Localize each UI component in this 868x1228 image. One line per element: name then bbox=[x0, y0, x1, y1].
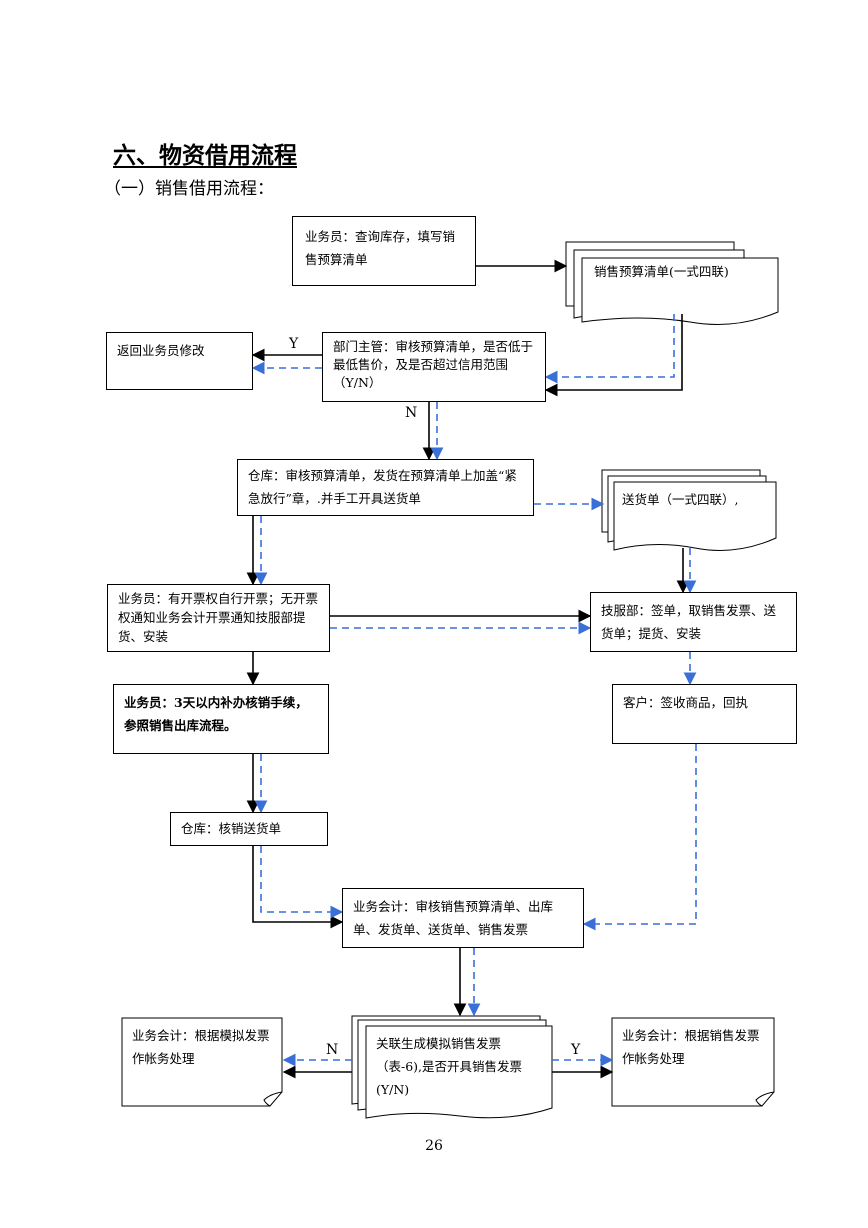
page-heading: 六、物资借用流程 bbox=[113, 142, 297, 169]
node-text: 业务会计：审核销售预算清单、出库单、发货单、送货单、销售发票 bbox=[353, 899, 554, 937]
node-text: 销售预算清单(一式四联) bbox=[594, 264, 729, 279]
doc3-shape bbox=[351, 1015, 553, 1119]
node-return-modify: 返回业务员修改 bbox=[106, 332, 253, 390]
dashed-n8-n9 bbox=[260, 846, 344, 919]
node-text: 业务员：3天以内补办核销手续，参照销售出库流程。 bbox=[124, 695, 308, 733]
node-text: 返回业务员修改 bbox=[117, 343, 205, 358]
curled-card-left bbox=[121, 1017, 283, 1107]
node-text: 仓库：核销送货单 bbox=[181, 821, 282, 836]
node-text: 仓库：审核预算清单，发货在预算清单上加盖“紧急放行”章，.并手工开具送货单 bbox=[248, 468, 517, 506]
node-accountant-review: 业务会计：审核销售预算清单、出库单、发货单、送货单、销售发票 bbox=[342, 888, 584, 948]
doc2-label: 送货单（一式四联）, bbox=[622, 488, 772, 518]
node-text: 关联生成模拟销售发票（表-6),是否开具销售发票(Y/N) bbox=[376, 1036, 523, 1097]
node-text: 客户：签收商品，回执 bbox=[623, 695, 749, 710]
arrow-doc1-n2 bbox=[544, 314, 683, 397]
section-subheading: （一）销售借用流程： bbox=[104, 179, 274, 199]
doc1-shape bbox=[565, 241, 779, 325]
node-tech-service: 技服部：签单，取销售发票、送货单；提货、安装 bbox=[590, 592, 797, 652]
arrow-n8-n9 bbox=[252, 846, 344, 929]
node-text: 业务会计：根据模拟发票作帐务处理 bbox=[132, 1028, 270, 1066]
node-simulated-invoice: 关联生成模拟销售发票（表-6),是否开具销售发票(Y/N) bbox=[372, 1032, 550, 1097]
node-text: 业务会计：根据销售发票作帐务处理 bbox=[622, 1028, 760, 1066]
node-text: 部门主管：审核预算清单，是否低于最低售价，及是否超过信用范围（Y/N） bbox=[333, 339, 534, 390]
node-warehouse-review: 仓库：审核预算清单，发货在预算清单上加盖“紧急放行”章，.并手工开具送货单 bbox=[237, 459, 534, 516]
doc2-shape bbox=[601, 469, 777, 551]
node-accountant-invoice: 业务会计：根据销售发票作帐务处理 bbox=[612, 1018, 774, 1088]
edge-label-no: N bbox=[405, 405, 418, 421]
edge-label-invoice-no: N bbox=[326, 1042, 339, 1058]
node-manager-review: 部门主管：审核预算清单，是否低于最低售价，及是否超过信用范围（Y/N） bbox=[322, 332, 546, 402]
dashed-doc1-n2 bbox=[544, 314, 675, 384]
curled-card-right bbox=[611, 1017, 775, 1107]
node-customer: 客户：签收商品，回执 bbox=[612, 684, 797, 744]
node-text: 技服部：签单，取销售发票、送货单；提货、安装 bbox=[601, 603, 777, 641]
node-salesperson-writeoff: 业务员：3天以内补办核销手续，参照销售出库流程。 bbox=[113, 684, 329, 754]
edge-label-yes: Y bbox=[289, 336, 299, 352]
node-accountant-simulated: 业务会计：根据模拟发票作帐务处理 bbox=[122, 1018, 282, 1088]
node-warehouse-writeoff: 仓库：核销送货单 bbox=[170, 812, 328, 846]
node-text: 业务员：有开票权自行开票；无开票权通知业务会计开票通知技服部提货、安装 bbox=[118, 591, 319, 644]
node-text: 送货单（一式四联）, bbox=[622, 492, 739, 507]
edge-label-invoice-yes: Y bbox=[571, 1042, 581, 1058]
node-salesperson-query: 业务员：查询库存，填写销售预算清单 bbox=[292, 216, 476, 286]
node-text: 业务员：查询库存，填写销售预算清单 bbox=[305, 229, 456, 267]
dashed-n7-n9 bbox=[582, 744, 697, 931]
doc1-label: 销售预算清单(一式四联) bbox=[590, 260, 776, 300]
page-number: 26 bbox=[425, 1138, 443, 1154]
node-salesperson-invoice: 业务员：有开票权自行开票；无开票权通知业务会计开票通知技服部提货、安装 bbox=[107, 584, 330, 652]
